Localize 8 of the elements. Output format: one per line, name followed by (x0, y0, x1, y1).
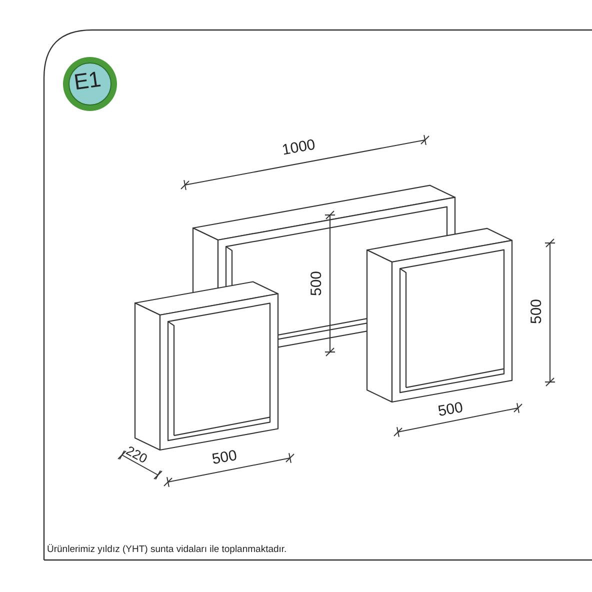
dimension-label: 500 (436, 400, 464, 420)
badge-label: E1 (72, 68, 102, 94)
dimension-label: 500 (529, 298, 544, 324)
dimension-label: 500 (309, 270, 324, 296)
dimension-label: 1000 (280, 137, 316, 158)
dimension-label: 500 (210, 448, 238, 468)
footnote-text: Ürünlerimiz yıldız (YHT) sunta vidaları ile toplanmaktadır. (47, 545, 287, 554)
dimension-label: 220 (124, 444, 150, 466)
